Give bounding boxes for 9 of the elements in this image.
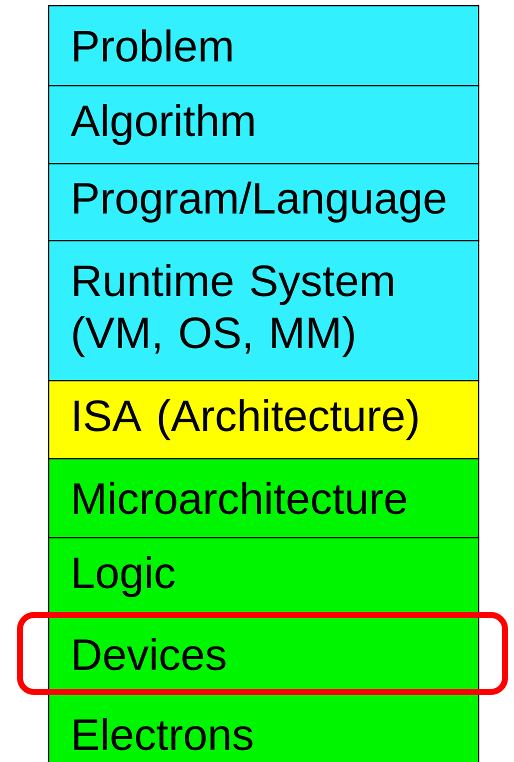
layer-box: Algorithm	[48, 85, 480, 164]
layer-box: Runtime System (VM, OS, MM)	[48, 240, 480, 382]
layer-box: Program/Language	[48, 163, 480, 242]
layer-box: ISA (Architecture)	[48, 380, 480, 460]
layer-box: Electrons	[48, 692, 480, 762]
layer-box: Logic	[48, 537, 480, 616]
layer-box: Problem	[48, 5, 480, 86]
layer-box: Devices	[48, 615, 480, 694]
layer-box: Microarchitecture	[48, 458, 480, 538]
